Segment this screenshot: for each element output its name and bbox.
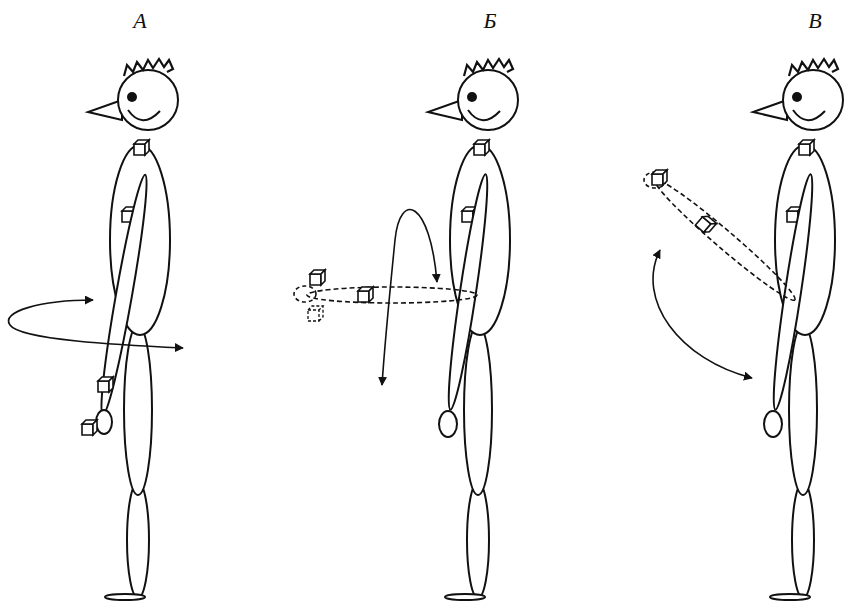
sensor bbox=[652, 170, 667, 185]
panel-letter: А bbox=[133, 10, 146, 32]
sensor bbox=[358, 287, 373, 302]
panel-letter: В bbox=[808, 10, 821, 32]
sensor bbox=[695, 214, 716, 235]
arm-outline bbox=[307, 287, 477, 303]
figure-c bbox=[753, 59, 843, 600]
rotation-arrow bbox=[8, 300, 183, 348]
figure-b bbox=[428, 59, 518, 600]
sensor bbox=[308, 306, 323, 321]
sensor bbox=[310, 270, 325, 285]
hand-outline bbox=[294, 286, 316, 302]
swing-arrow bbox=[382, 210, 437, 385]
figure-a bbox=[82, 59, 178, 600]
panel-letter: Б bbox=[484, 10, 497, 32]
swing-arrow bbox=[653, 250, 752, 378]
arm-outline bbox=[649, 173, 800, 306]
